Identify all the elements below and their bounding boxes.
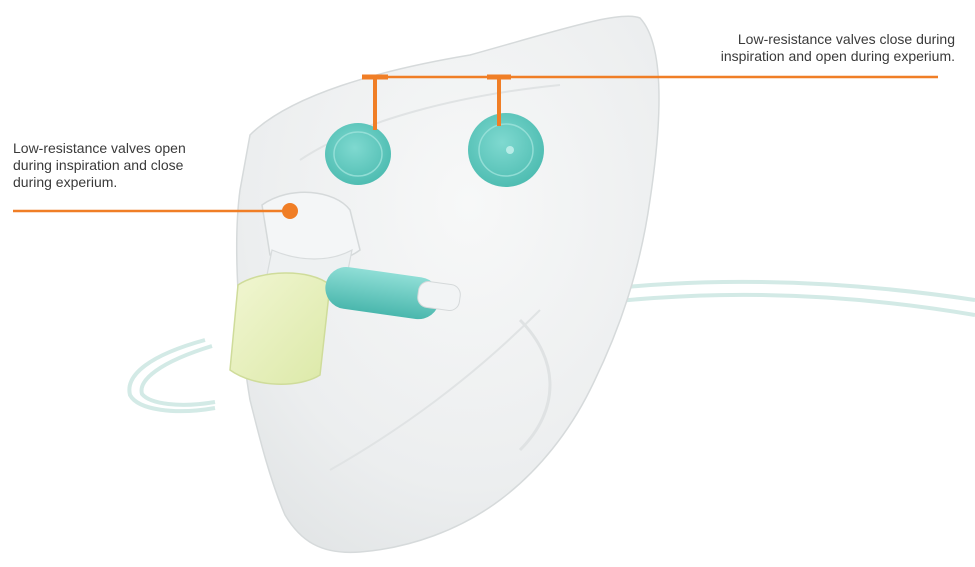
annotation-inhalation-valves: Low-resistance valves open during inspir… [13, 140, 253, 191]
annotation-line: Low-resistance valves close during [625, 31, 955, 48]
annotation-line: Low-resistance valves open [13, 140, 253, 157]
annotation-line: during inspiration and close [13, 157, 253, 174]
valve-left [325, 123, 391, 185]
valve-right [468, 113, 544, 187]
filter-cartridge [230, 273, 330, 384]
annotation-exhalation-valves: Low-resistance valves close during inspi… [625, 31, 955, 65]
annotation-line: during experium. [13, 174, 253, 191]
annotation-line: inspiration and open during experium. [625, 48, 955, 65]
